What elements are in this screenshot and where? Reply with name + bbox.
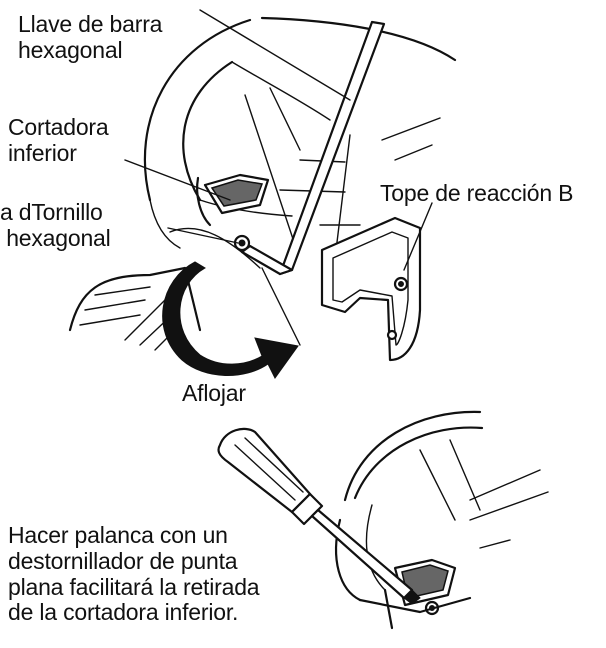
lower-cutter <box>196 173 270 227</box>
counterclockwise-arrow-icon <box>162 261 299 379</box>
blade-guard-inner <box>182 60 234 202</box>
reaction-stop-b <box>320 216 422 362</box>
label-hex-bolt: a dTornillo hexagonal <box>0 199 111 251</box>
flat-screwdriver-icon <box>217 427 421 605</box>
leader-hex-bolt <box>167 227 239 244</box>
leader-hex-wrench <box>199 9 351 101</box>
leader-reaction-stop <box>403 202 433 271</box>
label-lower-cutter: Cortadora inferior <box>8 114 109 166</box>
hex-key-icon <box>240 20 386 276</box>
blade-guard-outer <box>260 16 457 62</box>
label-screwdriver-tip: Hacer palanca con un destornillador de p… <box>8 522 260 626</box>
label-hex-wrench: Llave de barra hexagonal <box>18 11 163 63</box>
label-reaction-stop: Tope de reacción B <box>380 180 574 206</box>
label-loosen: Aflojar <box>182 380 246 406</box>
leader-lower-cutter <box>124 159 231 201</box>
blade-guard-arc <box>143 18 252 202</box>
bottom-illustration <box>335 410 549 630</box>
saw-body <box>68 266 187 332</box>
